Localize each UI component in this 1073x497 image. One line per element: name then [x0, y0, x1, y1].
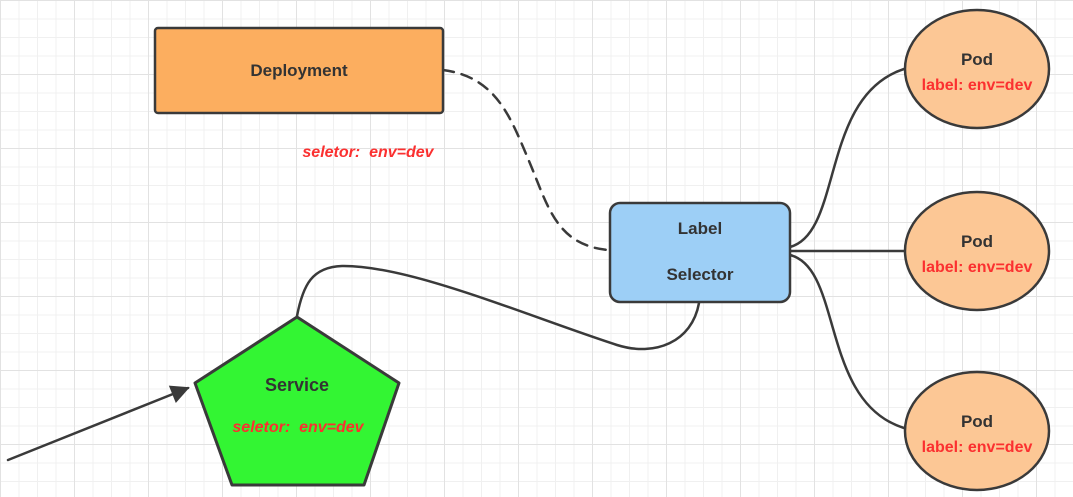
node-pod-1[interactable] [903, 8, 1051, 130]
incoming-arrow[interactable] [6, 385, 190, 462]
edge-selector-to-pod-1[interactable] [788, 67, 906, 249]
node-deployment[interactable] [153, 26, 445, 115]
node-service[interactable] [193, 315, 401, 487]
node-pod-3[interactable] [903, 370, 1051, 492]
node-label-selector[interactable] [608, 201, 792, 304]
node-pod-2[interactable] [903, 190, 1051, 312]
edge-deployment-to-selector[interactable] [441, 68, 610, 252]
edge-service-to-selector[interactable] [295, 264, 701, 351]
edge-selector-to-pod-3[interactable] [788, 253, 906, 430]
